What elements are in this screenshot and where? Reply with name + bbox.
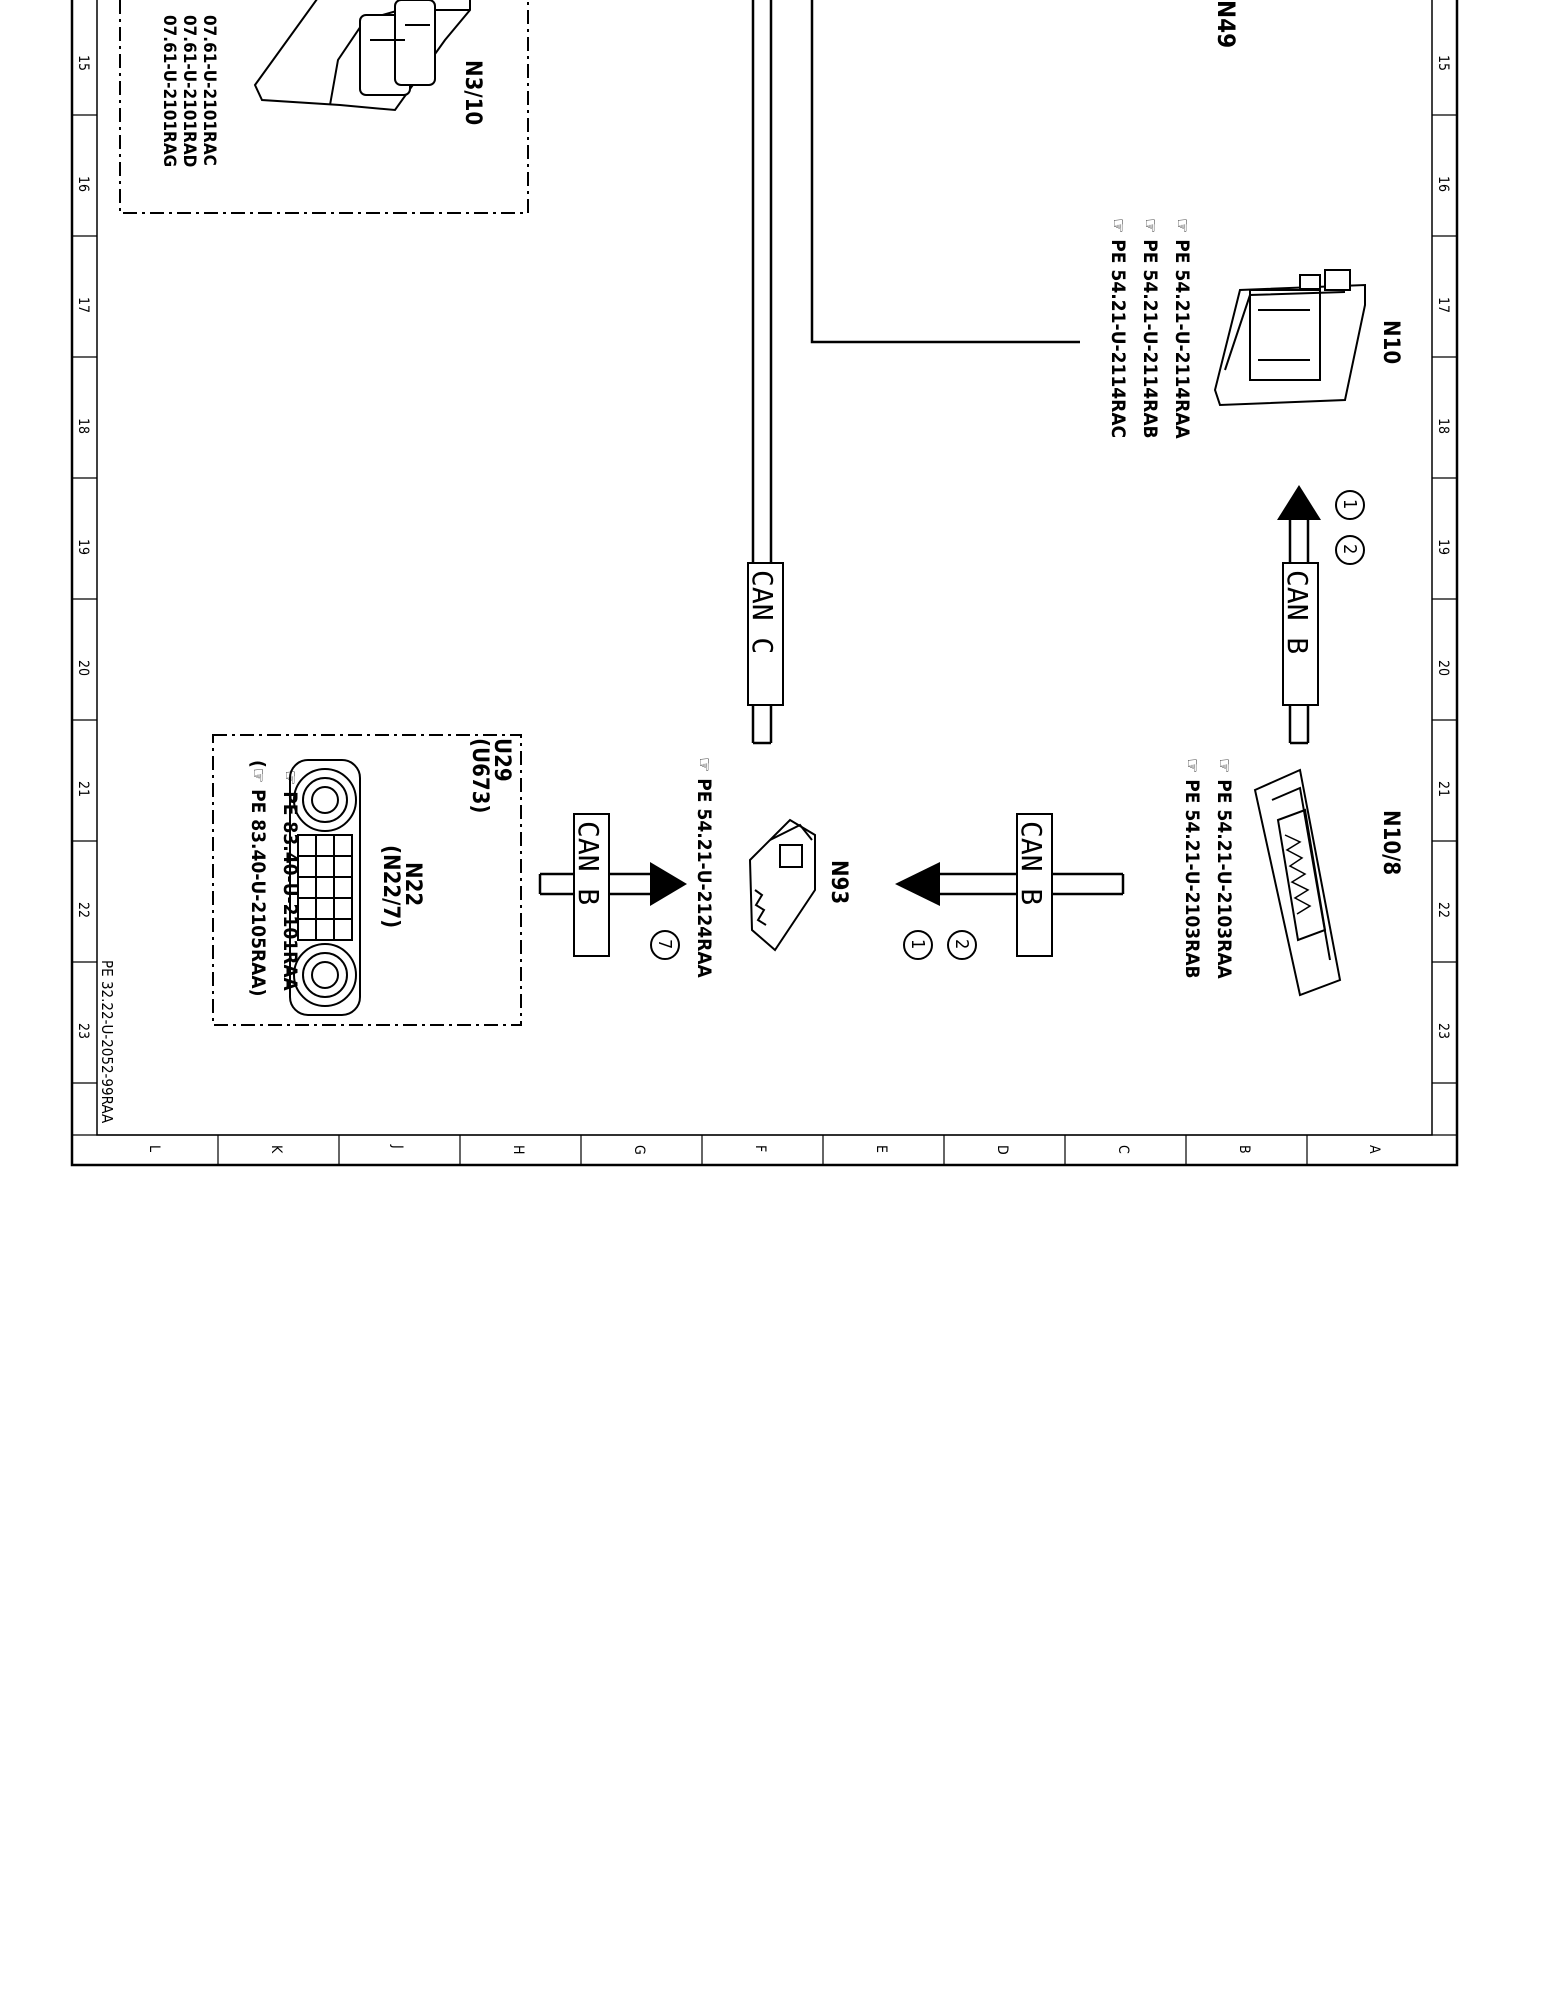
- can-c-label: CAN C: [746, 570, 779, 654]
- arrow-left-icon: [895, 862, 940, 906]
- n10-8-label: N10/8: [1378, 810, 1403, 875]
- col-label: 21: [75, 781, 91, 797]
- n22-border: [212, 734, 522, 1026]
- circle-7-left: 7: [650, 930, 680, 960]
- can-c-tag: CAN C: [746, 562, 784, 706]
- col-label: 22: [1435, 902, 1451, 918]
- u673-label: (U673): [467, 738, 492, 813]
- col-label: 19: [75, 539, 91, 555]
- svg-text:1: 1: [907, 939, 928, 949]
- col-label: 22: [75, 902, 91, 918]
- n22-refs: ☞ PE 83.40-U-2101RAA (☞ PE 83.40-U-2105R…: [247, 760, 301, 996]
- can-b-top-tag: CAN B: [1281, 562, 1319, 706]
- circle-1-mid: 1: [903, 930, 933, 960]
- n10-8-refs: ☞ PE 54.21-U-2103RAA ☞ PE 54.21-U-2103RA…: [1181, 758, 1235, 980]
- circle-2-mid: 2: [947, 930, 977, 960]
- arrow-right-icon: [650, 862, 687, 906]
- n10-8-ref-1: ☞ PE 54.21-U-2103RAA: [1213, 758, 1235, 980]
- n49-label: N49: [1212, 0, 1240, 48]
- circle-1-top: 1: [1335, 490, 1365, 520]
- col-label: 18: [1435, 418, 1451, 434]
- row-labels: L K J H G F E D C B A: [146, 1144, 1382, 1155]
- n22-ref-1: ☞ PE 83.40-U-2101RAA: [279, 770, 301, 992]
- row-label: C: [1115, 1145, 1131, 1154]
- svg-text:7: 7: [654, 939, 675, 949]
- row-label: H: [510, 1145, 526, 1154]
- n22-ref-2: (☞ PE 83.40-U-2105RAA): [247, 760, 269, 996]
- row-label: L: [146, 1145, 162, 1152]
- col-label: 23: [1435, 1023, 1451, 1039]
- can-b-top-label: CAN B: [1281, 570, 1314, 654]
- can-b-mid-label: CAN B: [1015, 821, 1048, 905]
- row-label: K: [268, 1145, 284, 1154]
- row-label: B: [1236, 1145, 1252, 1154]
- n10-8-ref-2: ☞ PE 54.21-U-2103RAB: [1181, 758, 1203, 979]
- n10-ref-3: ☞ PE 54.21-U-2114RAC: [1107, 218, 1129, 438]
- can-b-left-label: CAN B: [572, 821, 605, 905]
- col-label: 20: [1435, 660, 1451, 676]
- col-label: 23: [75, 1023, 91, 1039]
- n22-label: N22: [400, 862, 425, 906]
- svg-text:2: 2: [951, 939, 972, 949]
- col-label: 21: [1435, 781, 1451, 797]
- row-label: D: [994, 1145, 1010, 1155]
- can-b-mid-tag: CAN B: [1015, 813, 1053, 957]
- n10-ref-1: ☞ PE 54.21-U-2114RAA: [1171, 218, 1193, 440]
- column-labels-left: 15 16 17 18 19 20 21 22 23: [75, 55, 91, 1039]
- row-label: G: [631, 1145, 647, 1155]
- arrow-up-icon: [1277, 485, 1321, 520]
- n10-module-icon: [1213, 269, 1366, 407]
- row-label: A: [1366, 1145, 1382, 1154]
- col-label: 17: [1435, 297, 1451, 313]
- circle-2-top: 2: [1335, 535, 1365, 565]
- n3-10-label: N3/10: [460, 60, 485, 125]
- svg-text:1: 1: [1339, 499, 1360, 509]
- n93-ref-1: ☞ PE 54.21-U-2124RAA: [693, 757, 715, 979]
- n10-label: N10: [1378, 320, 1403, 364]
- can-b-left-tag: CAN B: [572, 813, 610, 957]
- row-label: E: [873, 1145, 889, 1153]
- col-label: 18: [75, 418, 91, 434]
- col-label: 16: [75, 176, 91, 192]
- n10-8-module-icon: [1253, 768, 1342, 997]
- column-labels-right: 15 16 17 18 19 20 21 22 23: [1435, 55, 1451, 1039]
- col-label: 15: [75, 55, 91, 71]
- climate-control-panel-icon: [289, 759, 361, 1016]
- n3-10-ref-1: 07.61-U-2101RAC: [199, 15, 219, 166]
- n3-10-ref-3: 07.61-U-2101RAG: [159, 15, 179, 167]
- col-label: 19: [1435, 539, 1451, 555]
- svg-text:2: 2: [1339, 544, 1360, 554]
- n10-ref-2: ☞ PE 54.21-U-2114RAB: [1139, 218, 1161, 439]
- col-label: 20: [75, 660, 91, 676]
- n3-10-ref-2: 07.61-U-2101RAD: [179, 15, 199, 167]
- n93-module-icon: [748, 818, 816, 952]
- frame-ticks: [72, 114, 1457, 1165]
- col-label: 17: [75, 297, 91, 313]
- u29-label: U29: [489, 738, 514, 782]
- n10-refs: ☞ PE 54.21-U-2114RAA ☞ PE 54.21-U-2114RA…: [1107, 218, 1193, 440]
- row-label: J: [389, 1144, 405, 1149]
- drawing-reference: PE 32.22-U-2052-99RAA: [98, 960, 116, 1124]
- n93-label: N93: [826, 860, 851, 904]
- n22-7-label: (N22/7): [378, 845, 403, 928]
- col-label: 15: [1435, 55, 1451, 71]
- n3-10-icon: [253, 0, 471, 112]
- outer-frame: [70, 0, 1459, 1167]
- col-label: 16: [1435, 176, 1451, 192]
- n3-10-border: [119, 0, 529, 214]
- row-label: F: [752, 1145, 768, 1152]
